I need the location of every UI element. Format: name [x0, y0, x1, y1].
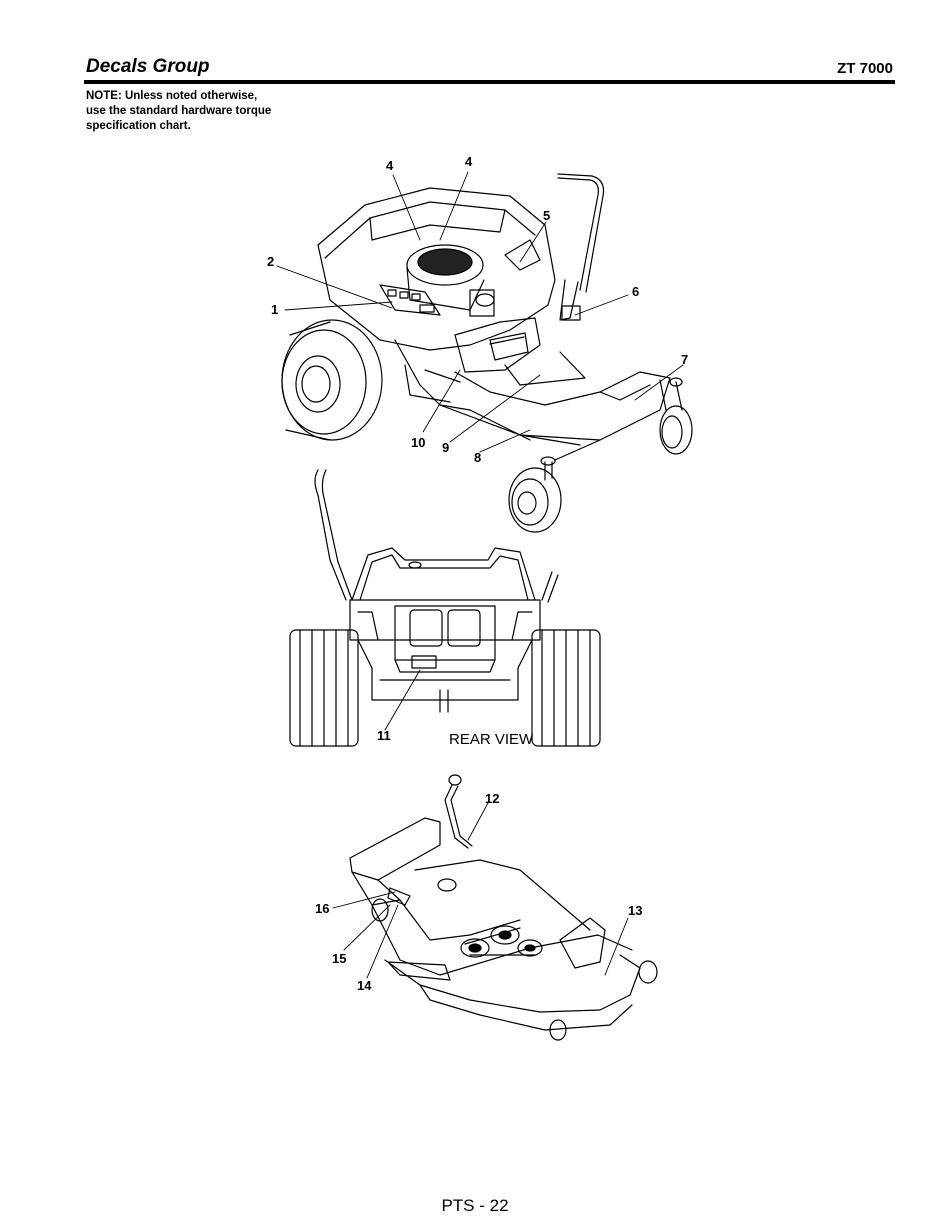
- page-number: PTS - 22: [0, 1196, 950, 1216]
- front-caster-right: [660, 378, 692, 454]
- callout-12: 12: [485, 791, 499, 806]
- rear-tire-left: [282, 320, 382, 440]
- front-caster-left: [509, 440, 600, 532]
- deck-pulleys: [461, 926, 542, 957]
- leader-lines-upper: [277, 172, 683, 452]
- callout-labels: 1 2 4 4 5 6 7 8 9 10 11 12 13 14 15 16 R…: [267, 154, 688, 993]
- leader-lines-deck: [333, 803, 628, 978]
- callout-10: 10: [411, 435, 425, 450]
- callout-1: 1: [271, 302, 278, 317]
- mower-iso-view: [282, 174, 692, 532]
- mower-deck-view: [350, 775, 657, 1040]
- rear-view-label: REAR VIEW: [449, 731, 534, 748]
- callout-4a: 4: [386, 158, 394, 173]
- callout-7: 7: [681, 352, 688, 367]
- callout-11: 11: [377, 728, 391, 743]
- callout-5: 5: [543, 208, 550, 223]
- callout-9: 9: [442, 440, 449, 455]
- callout-16: 16: [315, 901, 329, 916]
- callout-4b: 4: [465, 154, 473, 169]
- callout-2: 2: [267, 254, 274, 269]
- callout-14: 14: [357, 978, 372, 993]
- callout-13: 13: [628, 903, 642, 918]
- callout-15: 15: [332, 951, 346, 966]
- callout-8: 8: [474, 450, 481, 465]
- callout-6: 6: [632, 284, 639, 299]
- steering-lever: [558, 174, 604, 320]
- mower-rear-view: [290, 470, 600, 746]
